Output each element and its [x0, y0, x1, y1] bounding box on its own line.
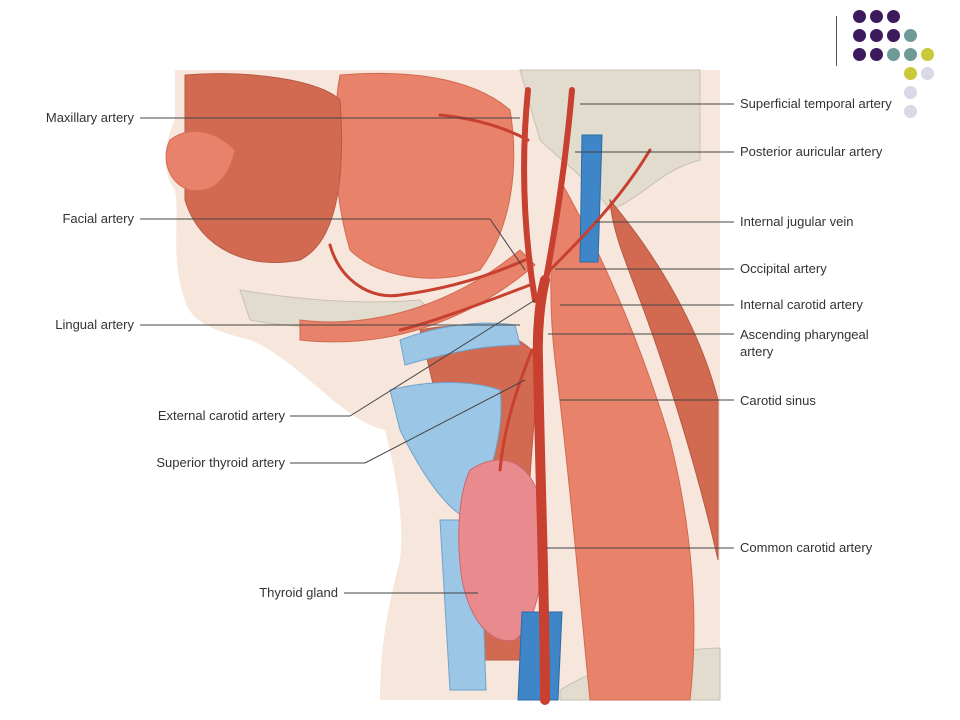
facial-artery-vessel: [328, 243, 527, 298]
decorative-dot: [904, 67, 917, 80]
occipital-vessel: [548, 148, 652, 272]
external-carotid-vessel: [521, 87, 538, 303]
decorative-dot: [887, 48, 900, 61]
decorative-dot: [904, 48, 917, 61]
decorative-dot-grid: [836, 10, 960, 160]
decorative-dot: [853, 10, 866, 23]
decorative-dot: [853, 29, 866, 42]
decorative-dot: [904, 105, 917, 118]
decorative-dot: [921, 67, 934, 80]
thyroid-gland-shape: [458, 459, 544, 642]
digastric-muscle: [299, 249, 536, 343]
superior-thyroid-vessel: [498, 348, 534, 472]
buccinator-muscle: [184, 73, 343, 263]
artery-network: [328, 87, 652, 705]
label-maxillary-artery: Maxillary artery: [45, 110, 134, 125]
internal-jugular-vein-shape: [579, 134, 603, 263]
decorative-dot: [870, 29, 883, 42]
maxillary-vessel: [438, 113, 530, 142]
scalene-muscle: [609, 198, 719, 561]
label-posterior-auricular-artery: Posterior auricular artery: [740, 144, 883, 159]
label-carotid-sinus: Carotid sinus: [740, 393, 816, 408]
leader-facial-b: [489, 218, 526, 271]
label-internal-carotid-artery: Internal carotid artery: [740, 297, 863, 312]
decorative-dot: [904, 29, 917, 42]
label-external-carotid-artery: External carotid artery: [157, 408, 285, 423]
skull-base-bone: [519, 69, 701, 211]
decorative-dot: [887, 10, 900, 23]
lingual-artery-vessel: [398, 283, 532, 332]
label-ascending-pharyngeal-artery: Ascending pharyngeal artery: [740, 327, 869, 359]
hyoid-cartilage: [399, 322, 521, 366]
decorative-divider-line: [836, 16, 837, 66]
label-thyroid-gland: Thyroid gland: [259, 585, 338, 600]
decorative-dot: [853, 48, 866, 61]
label-superior-thyroid-artery: Superior thyroid artery: [156, 455, 285, 470]
decorative-dot: [904, 86, 917, 99]
masseter-muscle: [334, 72, 515, 279]
sternocleidomastoid-muscle: [550, 178, 695, 701]
lips: [165, 130, 236, 192]
leader-external-carotid-b: [349, 299, 536, 417]
label-lingual-artery: Lingual artery: [55, 317, 134, 332]
decorative-dot: [887, 29, 900, 42]
label-internal-jugular-vein: Internal jugular vein: [740, 214, 854, 229]
leader-superior-thyroid-b: [364, 379, 526, 464]
label-common-carotid-artery: Common carotid artery: [740, 540, 873, 555]
common-carotid-vessel: [532, 275, 550, 705]
label-superficial-temporal-artery: Superficial temporal artery: [740, 96, 892, 111]
decorative-dot: [870, 48, 883, 61]
label-occipital-artery: Occipital artery: [740, 261, 827, 276]
internal-carotid-vessel: [542, 87, 575, 288]
decorative-dot: [870, 10, 883, 23]
leader-lines: [140, 103, 734, 594]
label-facial-artery: Facial artery: [62, 211, 134, 226]
decorative-dot: [921, 48, 934, 61]
